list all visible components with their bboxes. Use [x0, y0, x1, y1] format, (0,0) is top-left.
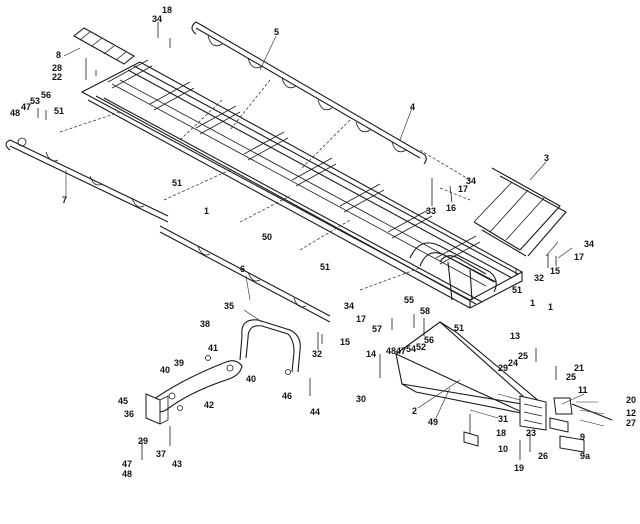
part-label-48b: 48 — [386, 346, 396, 356]
part-label-17c: 17 — [356, 314, 366, 324]
part-label-23: 23 — [526, 428, 536, 438]
part-label-32: 32 — [534, 273, 544, 283]
part-label-13: 13 — [510, 331, 520, 341]
part-label-5: 5 — [274, 27, 279, 37]
part-label-38: 38 — [200, 319, 210, 329]
part-label-29b: 29 — [138, 436, 148, 446]
main-frame — [80, 59, 524, 309]
part-label-1a: 1 — [204, 206, 209, 216]
part-label-16: 16 — [446, 203, 456, 213]
part-label-8: 8 — [56, 50, 61, 60]
part-label-6: 6 — [240, 264, 245, 274]
part-label-15b: 15 — [340, 337, 350, 347]
side-rail-6 — [159, 225, 331, 323]
part-label-17b: 17 — [574, 252, 584, 262]
hitch-assembly — [394, 321, 547, 431]
strap-40 — [149, 360, 243, 413]
part-label-9a: 9a — [580, 451, 591, 461]
part-label-50: 50 — [262, 232, 272, 242]
part-label-39: 39 — [174, 358, 184, 368]
part-label-58: 58 — [420, 306, 430, 316]
side-rail-7 — [5, 139, 169, 223]
part-label-18b: 18 — [496, 428, 506, 438]
part-label-41: 41 — [208, 343, 218, 353]
hitch-pieces — [463, 397, 613, 453]
part-label-51c: 51 — [320, 262, 330, 272]
bracket-36 — [145, 393, 169, 425]
assembly-lines — [59, 79, 471, 291]
part-label-52: 52 — [416, 342, 426, 352]
part-label-53: 53 — [30, 96, 40, 106]
side-rail-5 — [191, 21, 427, 165]
part-label-51d: 51 — [512, 285, 522, 295]
part-label-27: 27 — [626, 418, 636, 428]
part-label-57: 57 — [372, 324, 382, 334]
part-label-47: 47 — [21, 102, 31, 112]
part-label-40a: 40 — [160, 365, 170, 375]
part-label-36: 36 — [124, 409, 134, 419]
leader-lines — [63, 35, 605, 427]
part-label-21: 21 — [574, 363, 584, 373]
part-label-51b: 51 — [172, 178, 182, 188]
part-label-24: 24 — [508, 358, 518, 368]
part-label-48: 48 — [10, 108, 20, 118]
part-label-15: 15 — [550, 266, 560, 276]
part-label-43: 43 — [172, 459, 182, 469]
part-label-45: 45 — [118, 396, 128, 406]
part-label-29: 29 — [498, 363, 508, 373]
handle-35 — [239, 319, 301, 373]
part-label-22: 22 — [52, 72, 62, 82]
part-label-26: 26 — [538, 451, 548, 461]
part-label-42: 42 — [204, 400, 214, 410]
part-label-51a: 51 — [54, 106, 64, 116]
ladder-section-8 — [73, 27, 135, 65]
ladder-section-3 — [473, 167, 567, 257]
part-label-11: 11 — [578, 385, 588, 395]
part-label-19: 19 — [514, 463, 524, 473]
part-label-1c: 1 — [548, 302, 553, 312]
part-label-4: 4 — [410, 102, 415, 112]
part-label-10: 10 — [498, 444, 508, 454]
part-label-34: 34 — [152, 14, 162, 24]
part-label-34c: 34 — [584, 239, 594, 249]
part-label-25b: 25 — [566, 372, 576, 382]
part-label-30: 30 — [356, 394, 366, 404]
part-label-12: 12 — [626, 408, 636, 418]
part-label-56: 56 — [41, 90, 51, 100]
part-label-7: 7 — [62, 195, 67, 205]
part-label-48c: 48 — [122, 469, 132, 479]
part-label-25: 25 — [518, 351, 528, 361]
part-label-37: 37 — [156, 449, 166, 459]
part-label-47c: 47 — [122, 459, 132, 469]
part-label-32b: 32 — [312, 349, 322, 359]
part-label-34d: 34 — [344, 301, 354, 311]
part-label-20: 20 — [626, 395, 636, 405]
part-label-17: 17 — [458, 184, 468, 194]
part-label-33: 33 — [426, 206, 436, 216]
part-label-9: 9 — [580, 432, 585, 442]
part-label-31: 31 — [498, 414, 508, 424]
part-labels: 18 34 5 8 28 22 53 56 47 48 51 4 3 7 51 … — [10, 5, 636, 479]
part-label-54: 54 — [406, 344, 416, 354]
part-label-1b: 1 — [530, 298, 535, 308]
part-label-47b: 47 — [396, 346, 406, 356]
part-label-2: 2 — [412, 406, 417, 416]
part-label-34b: 34 — [466, 176, 476, 186]
part-label-56b: 56 — [424, 335, 434, 345]
part-label-46: 46 — [282, 391, 292, 401]
part-label-35: 35 — [224, 301, 234, 311]
part-label-55: 55 — [404, 295, 414, 305]
part-label-18: 18 — [162, 5, 172, 15]
part-label-3: 3 — [544, 153, 549, 163]
part-label-44: 44 — [310, 407, 320, 417]
part-label-14: 14 — [366, 349, 376, 359]
hardware — [17, 22, 557, 460]
part-label-51e: 51 — [454, 323, 464, 333]
part-label-28: 28 — [52, 63, 62, 73]
part-label-40b: 40 — [246, 374, 256, 384]
part-label-49: 49 — [428, 417, 438, 427]
